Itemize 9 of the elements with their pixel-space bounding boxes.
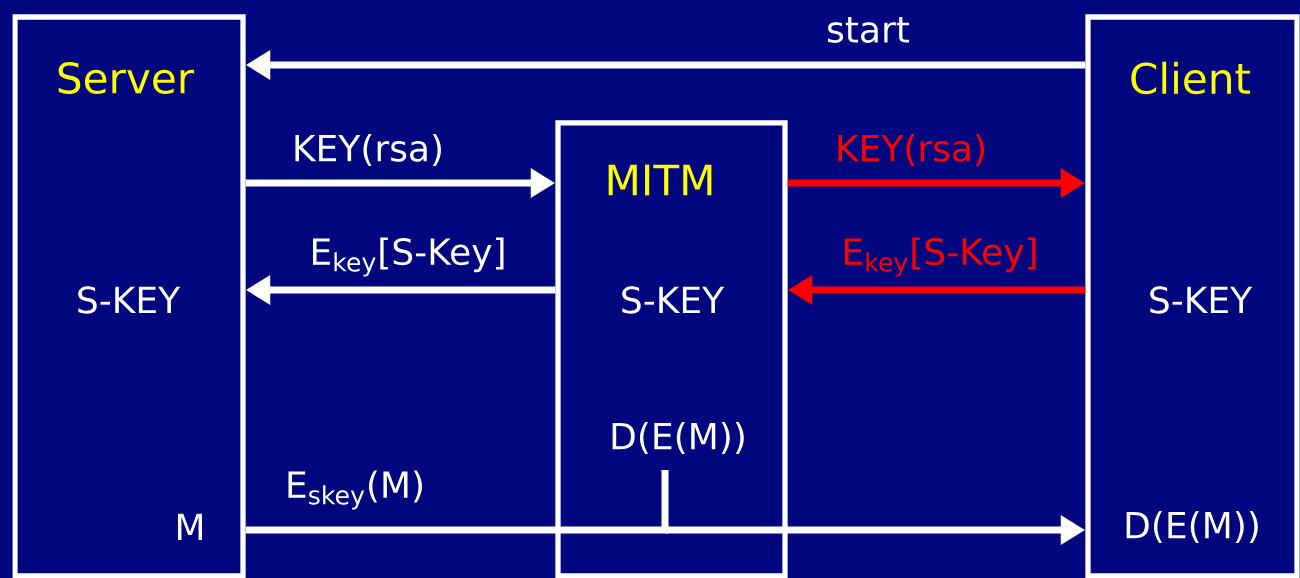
participant-box: Server S-KEY M [12,14,246,578]
edge-label: KEY(rsa) [838,133,984,166]
edge-label: E$_{key}$[S-Key] [845,237,1036,277]
edge-label: start [828,17,910,43]
edge-label: KEY(rsa) [295,133,441,166]
participant-box: Client S-KEY D(E(M)) [1085,14,1300,578]
edge-label: E$_{skey}$(M) [288,470,422,510]
participant-box: MITM S-KEY D(E(M)) [555,120,788,578]
edge-label: E$_{key}$[S-Key] [313,237,504,277]
